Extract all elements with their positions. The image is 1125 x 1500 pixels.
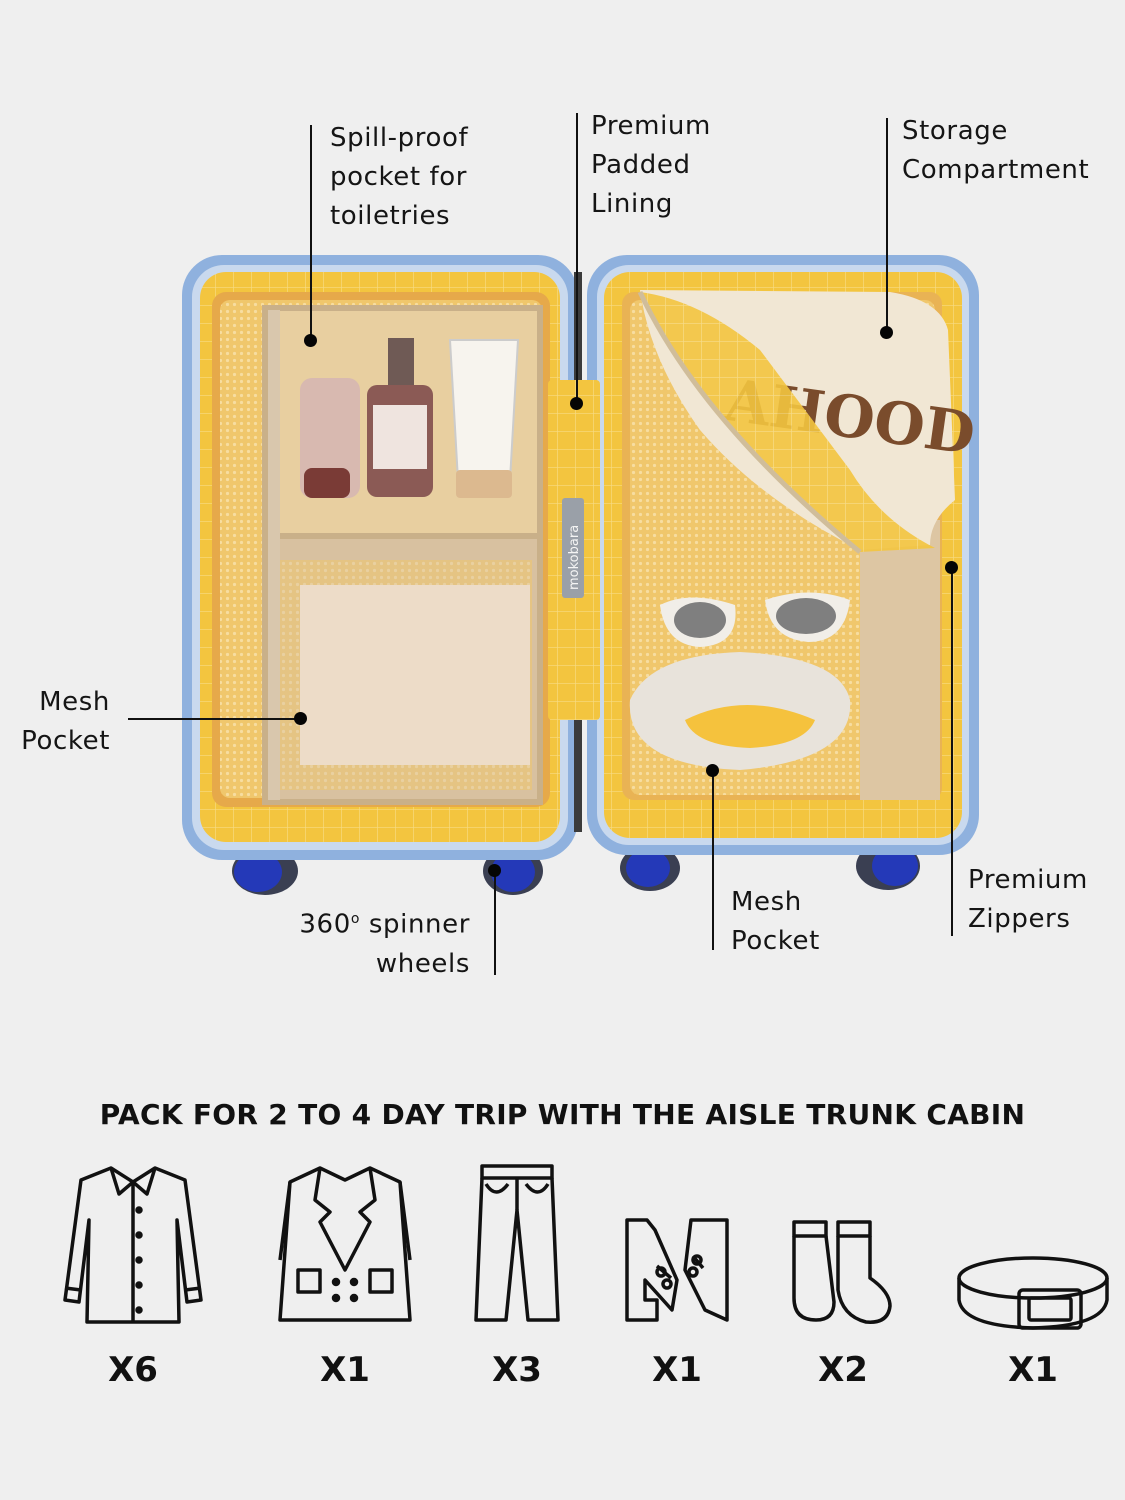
belt-icon (938, 1160, 1125, 1330)
leader-dot (880, 326, 893, 339)
brand-label: mokobara (567, 525, 582, 590)
sunglasses (660, 592, 850, 647)
shoes-count: X1 (652, 1350, 702, 1390)
socks-icon (748, 1160, 938, 1330)
leader-line (712, 770, 714, 950)
socks-count: X2 (818, 1350, 868, 1390)
open-suitcase-illustration: AHOOD mokobara (182, 255, 979, 895)
leader-dot (304, 334, 317, 347)
shirt-icon (38, 1160, 228, 1330)
shoes-icon (582, 1160, 772, 1330)
leader-dot (945, 561, 958, 574)
blazer-count: X1 (320, 1350, 370, 1390)
leader-line (128, 718, 300, 720)
leader-dot (706, 764, 719, 777)
packing-headline: PACK FOR 2 TO 4 DAY TRIP WITH THE AISLE … (99, 1098, 1026, 1131)
belt-count: X1 (1008, 1350, 1058, 1390)
leader-dot (570, 397, 583, 410)
spinner-wheels (232, 842, 920, 895)
trousers-icon (422, 1160, 612, 1330)
leader-dot (294, 712, 307, 725)
shirt-count: X6 (108, 1350, 158, 1390)
callout-mesh-pocket-right: Mesh Pocket (731, 887, 820, 956)
leader-line (886, 118, 888, 333)
leader-dot (488, 864, 501, 877)
callout-storage-compartment: Storage Compartment (902, 116, 1090, 185)
eye-mask (629, 652, 851, 770)
leader-line (310, 125, 312, 340)
callout-premium-zippers: Premium Zippers (968, 865, 1088, 934)
callout-mesh-pocket-left: Mesh Pocket (21, 687, 110, 756)
callout-padded-lining: Premium Padded Lining (591, 111, 711, 219)
leader-line (494, 870, 496, 975)
blazer-icon (250, 1160, 440, 1330)
leader-line (951, 568, 953, 936)
leader-line (576, 113, 578, 403)
trousers-count: X3 (492, 1350, 542, 1390)
callout-spill-proof: Spill-proof pocket for toiletries (330, 123, 469, 231)
